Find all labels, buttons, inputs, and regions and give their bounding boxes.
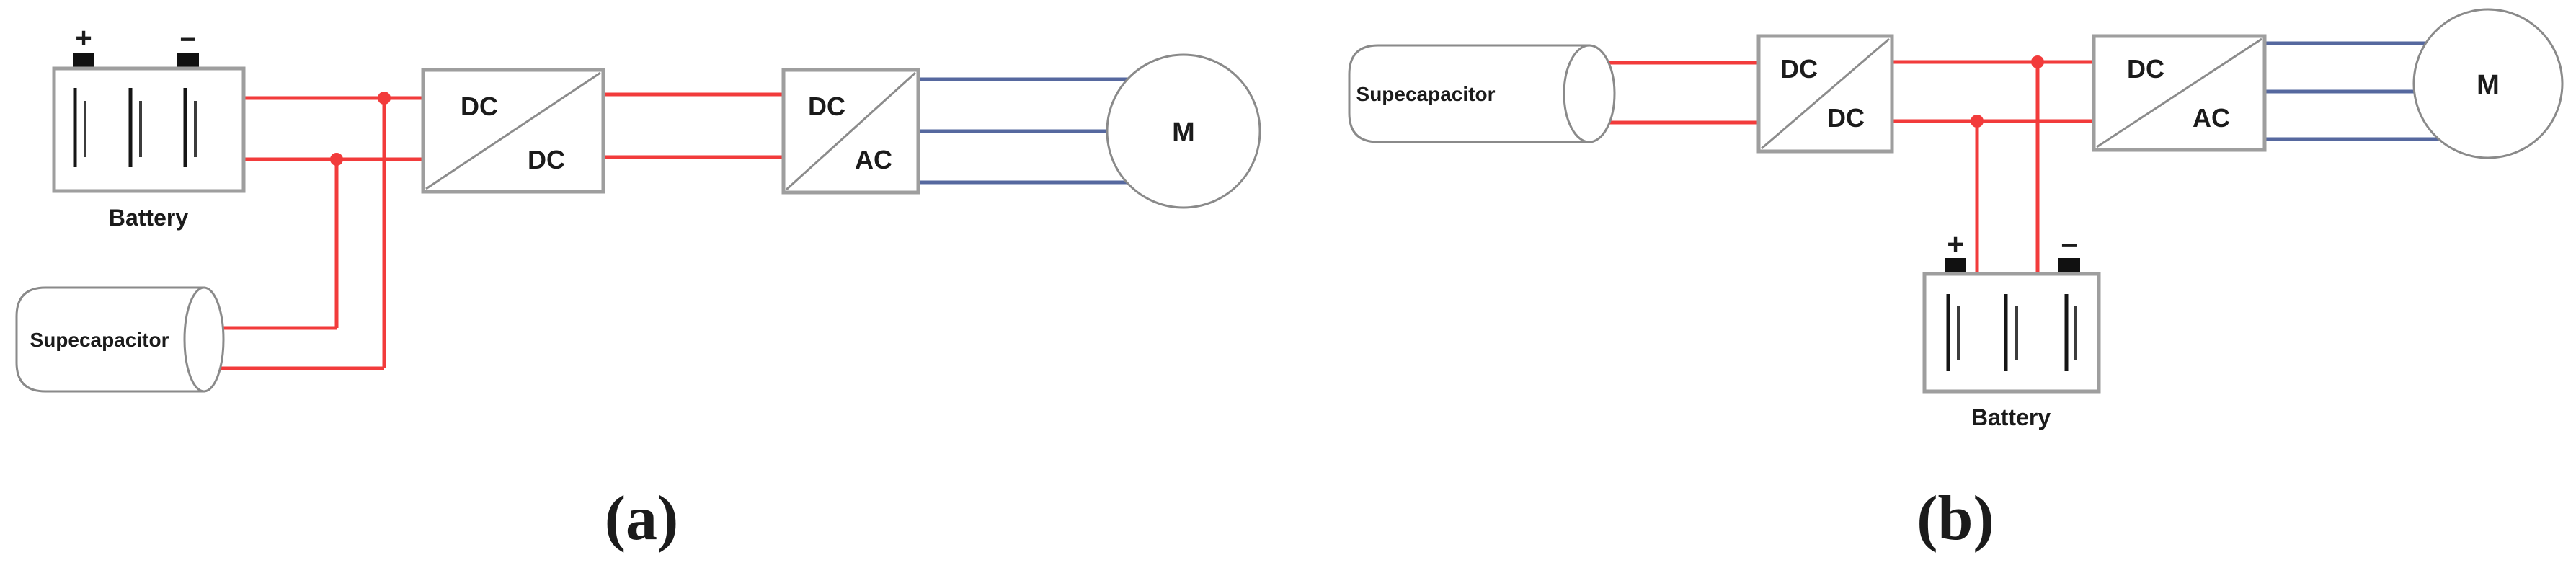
battery-plus-sign-a: +	[75, 22, 92, 54]
motor-label-a: M	[1172, 117, 1195, 148]
dc-ac-input-label-a: DC	[808, 92, 845, 121]
battery-plus-sign-b: +	[1947, 228, 1963, 260]
junction-dot-b	[1971, 115, 1984, 128]
dc-ac-output-label-a: AC	[855, 145, 892, 174]
battery-label-a: Battery	[109, 205, 188, 231]
dc-dc-output-label-b: DC	[1827, 103, 1865, 133]
dc-dc-converter-b: DC DC	[1756, 34, 1894, 154]
wires-a	[221, 77, 1129, 370]
supercapacitor-end-cap-b	[1563, 44, 1616, 143]
motor-b: M	[2412, 8, 2564, 159]
dc-dc-diagonal-a	[425, 71, 601, 190]
dc-dc-diagonal-b	[1761, 37, 1890, 150]
motor-a: M	[1106, 53, 1261, 209]
dc-ac-diagonal-a	[785, 71, 917, 191]
motor-label-b: M	[2477, 70, 2500, 100]
dc-dc-converter-a: DC DC	[421, 68, 605, 194]
battery-negative-terminal-b	[2058, 258, 2080, 274]
battery-positive-terminal-a	[73, 53, 94, 68]
battery-positive-terminal-b	[1945, 258, 1966, 274]
panel-a: + − Battery Supecapacitor DC DC DC AC M	[15, 22, 1261, 554]
dc-ac-converter-a: DC AC	[781, 68, 920, 195]
dc-ac-input-label-b: DC	[2127, 54, 2164, 84]
supercapacitor-label-a: Supecapacitor	[30, 329, 169, 351]
dc-dc-input-label-a: DC	[461, 92, 498, 121]
battery-label-b: Battery	[1971, 404, 2051, 430]
junction-dot-b	[2031, 55, 2044, 68]
motor-circle-a	[1106, 53, 1261, 209]
junction-dot-a	[330, 153, 343, 166]
dc-ac-output-label-b: AC	[2193, 103, 2230, 133]
battery-box-b	[1922, 272, 2101, 394]
battery-minus-sign-b: −	[2061, 230, 2077, 262]
panel-caption-a: (a)	[605, 484, 679, 554]
supercapacitor-a: Supecapacitor	[15, 286, 225, 393]
battery-b: + − Battery	[1922, 228, 2101, 430]
supercapacitor-label-b: Supecapacitor	[1356, 83, 1496, 105]
panel-b: Supecapacitor DC DC DC AC +	[1348, 8, 2564, 554]
supercapacitor-b: Supecapacitor	[1348, 44, 1616, 143]
supercapacitor-body-b	[1348, 44, 1591, 143]
battery-a: + − Battery	[52, 22, 246, 231]
motor-circle-b	[2412, 8, 2564, 159]
battery-minus-sign-a: −	[179, 24, 196, 55]
dc-ac-converter-b: DC AC	[2092, 34, 2267, 152]
dc-ac-diagonal-b	[2096, 37, 2262, 148]
battery-negative-terminal-a	[177, 53, 199, 68]
dc-dc-input-label-b: DC	[1780, 54, 1818, 84]
supercapacitor-end-cap-a	[183, 286, 225, 393]
battery-box-a	[52, 66, 246, 193]
supercapacitor-body-a	[15, 286, 205, 393]
panel-caption-b: (b)	[1917, 484, 1994, 554]
dc-dc-output-label-a: DC	[528, 145, 565, 174]
wires-b	[1609, 41, 2440, 277]
junction-dot-a	[378, 92, 391, 105]
